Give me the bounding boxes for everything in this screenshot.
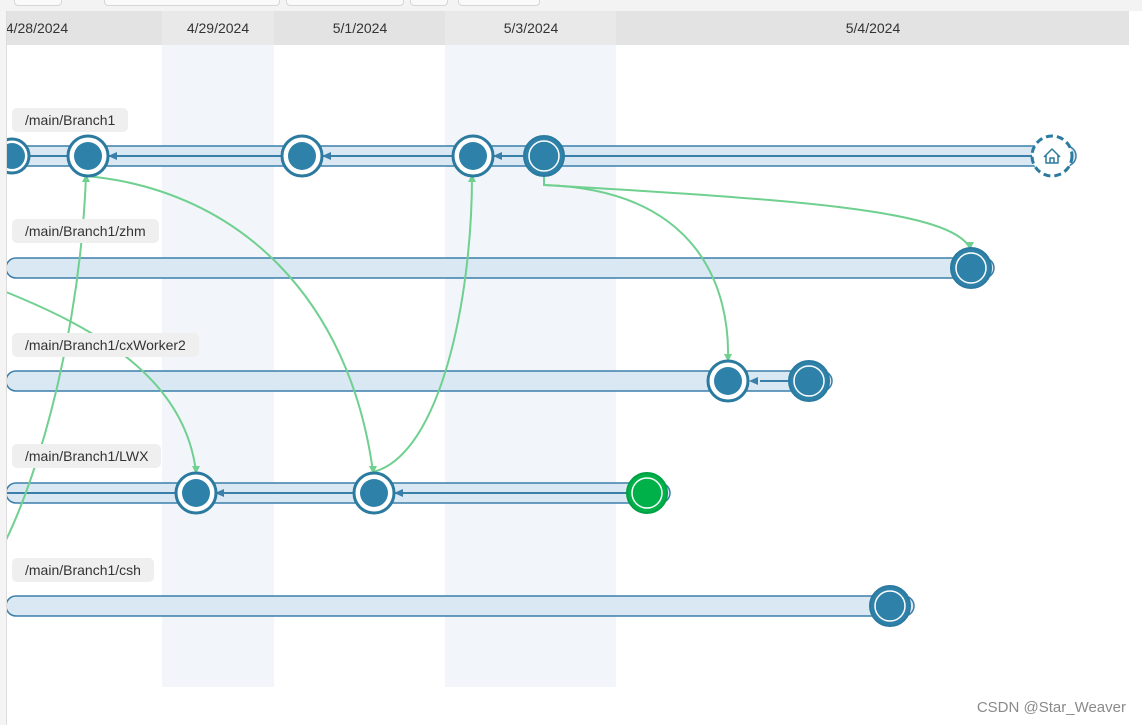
date-label: 5/1/2024 (333, 20, 388, 36)
branch-tip-node[interactable] (523, 135, 565, 177)
toolbar-button[interactable] (458, 0, 540, 6)
toolbar-button[interactable] (14, 0, 62, 6)
branch-label: /main/Branch1/cxWorker2 (12, 333, 199, 357)
home-icon[interactable] (1030, 134, 1074, 178)
parent-arrows (108, 152, 758, 497)
toolbar-button[interactable] (104, 0, 280, 6)
commit-node[interactable] (66, 134, 110, 178)
merge-lines (5, 175, 971, 541)
lane-csh (5, 595, 915, 617)
toolbar-button[interactable] (286, 0, 404, 6)
branch-label: /main/Branch1/zhm (12, 219, 159, 243)
watermark: CSDN @Star_Weaver (976, 699, 1126, 716)
current-commit-node[interactable] (626, 472, 668, 514)
commit-node[interactable] (280, 134, 324, 178)
branch-label: /main/Branch1 (12, 108, 129, 132)
branch-tip-node[interactable] (950, 247, 992, 289)
lane-zhm (5, 257, 995, 279)
date-label: 5/3/2024 (504, 20, 559, 36)
date-label: 4/28/2024 (6, 20, 68, 36)
branch-label: /main/Branch1/csh (12, 558, 154, 582)
top-toolbar (0, 0, 1142, 11)
branch-tip-node[interactable] (869, 585, 911, 627)
date-label: 4/29/2024 (187, 20, 249, 36)
commit-node[interactable] (706, 359, 750, 403)
merge-arrows (82, 174, 974, 474)
toolbar-button[interactable] (410, 0, 448, 6)
left-panel-edge (0, 11, 7, 725)
commit-node[interactable] (174, 471, 218, 515)
commit-node[interactable] (352, 471, 396, 515)
date-label: 5/4/2024 (846, 20, 901, 36)
date-band (162, 45, 274, 687)
commit-node[interactable] (451, 134, 495, 178)
branch-tip-node[interactable] (788, 360, 830, 402)
lane-lwx (5, 482, 671, 504)
branch-label: /main/Branch1/LWX (12, 444, 162, 468)
